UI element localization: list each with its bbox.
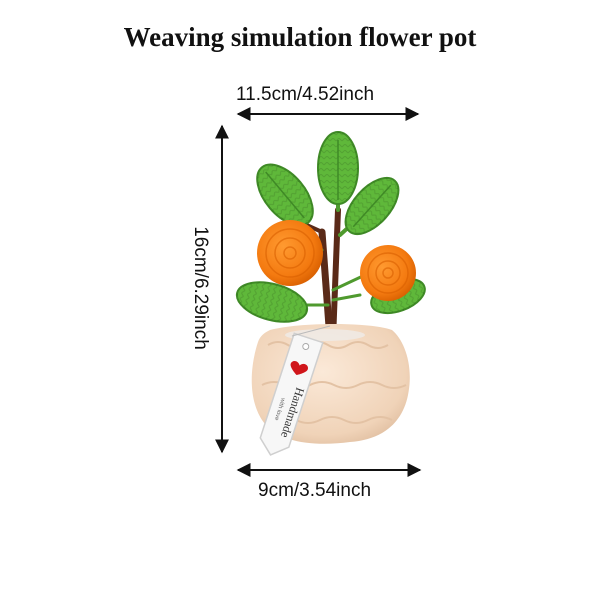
leaf-upper-left: [256, 163, 314, 227]
orange-left: [257, 220, 323, 286]
bottom-width-label: 9cm/3.54inch: [258, 480, 372, 501]
leaf-upper-right: [344, 177, 400, 235]
top-width-label: 11.5cm/4.52inch: [236, 84, 375, 105]
page-title: Weaving simulation flower pot: [123, 22, 477, 52]
leaf-lower-left: [235, 281, 309, 323]
leaf-top: [317, 131, 359, 205]
orange-right: [360, 245, 416, 301]
heart-icon: [290, 361, 309, 376]
